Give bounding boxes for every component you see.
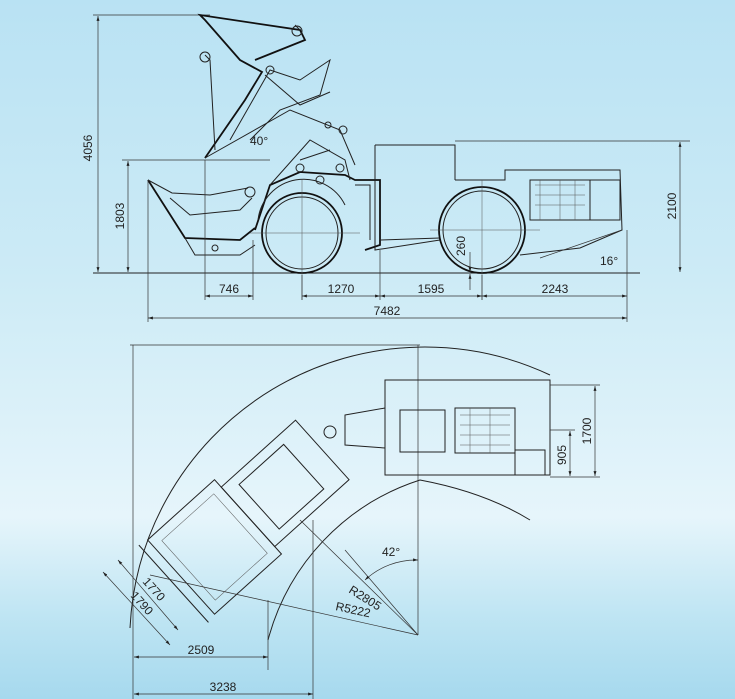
front-axle-offset-label: 1270 bbox=[328, 282, 355, 296]
outer-turn-arc bbox=[129, 346, 551, 629]
inner-turn-offset-label: 2509 bbox=[188, 643, 215, 657]
overall-height-label: 4056 bbox=[81, 134, 95, 161]
lowered-bucket bbox=[147, 179, 256, 241]
rear-body-top bbox=[384, 379, 551, 476]
bucket-top bbox=[146, 478, 283, 615]
articulation-angle-label: 42° bbox=[382, 545, 400, 559]
ground-clearance-label: 260 bbox=[454, 236, 468, 256]
outer-turn-offset-label: 3238 bbox=[210, 680, 237, 694]
side-view: 4056 1803 40° 16° bbox=[81, 13, 690, 322]
bucket-reach-label: 746 bbox=[219, 282, 239, 296]
dump-angle-label: 40° bbox=[250, 134, 268, 148]
rear-length-label: 2243 bbox=[542, 282, 569, 296]
bucket-height-label: 1803 bbox=[113, 202, 127, 229]
wheelbase-label: 1595 bbox=[418, 282, 445, 296]
half-width-label: 905 bbox=[555, 445, 569, 465]
overall-length-label: 7482 bbox=[374, 304, 401, 318]
rear-body bbox=[455, 169, 623, 256]
raised-bucket bbox=[197, 13, 307, 159]
departure-angle-label: 16° bbox=[600, 254, 618, 268]
front-frame-top bbox=[138, 419, 350, 623]
overall-width-label: 1700 bbox=[580, 417, 594, 444]
top-view: 1700 905 42° R2805 R5222 1770 1790 2509 … bbox=[102, 344, 600, 699]
inner-turn-arc bbox=[267, 479, 531, 641]
body-height-label: 2100 bbox=[665, 192, 679, 219]
